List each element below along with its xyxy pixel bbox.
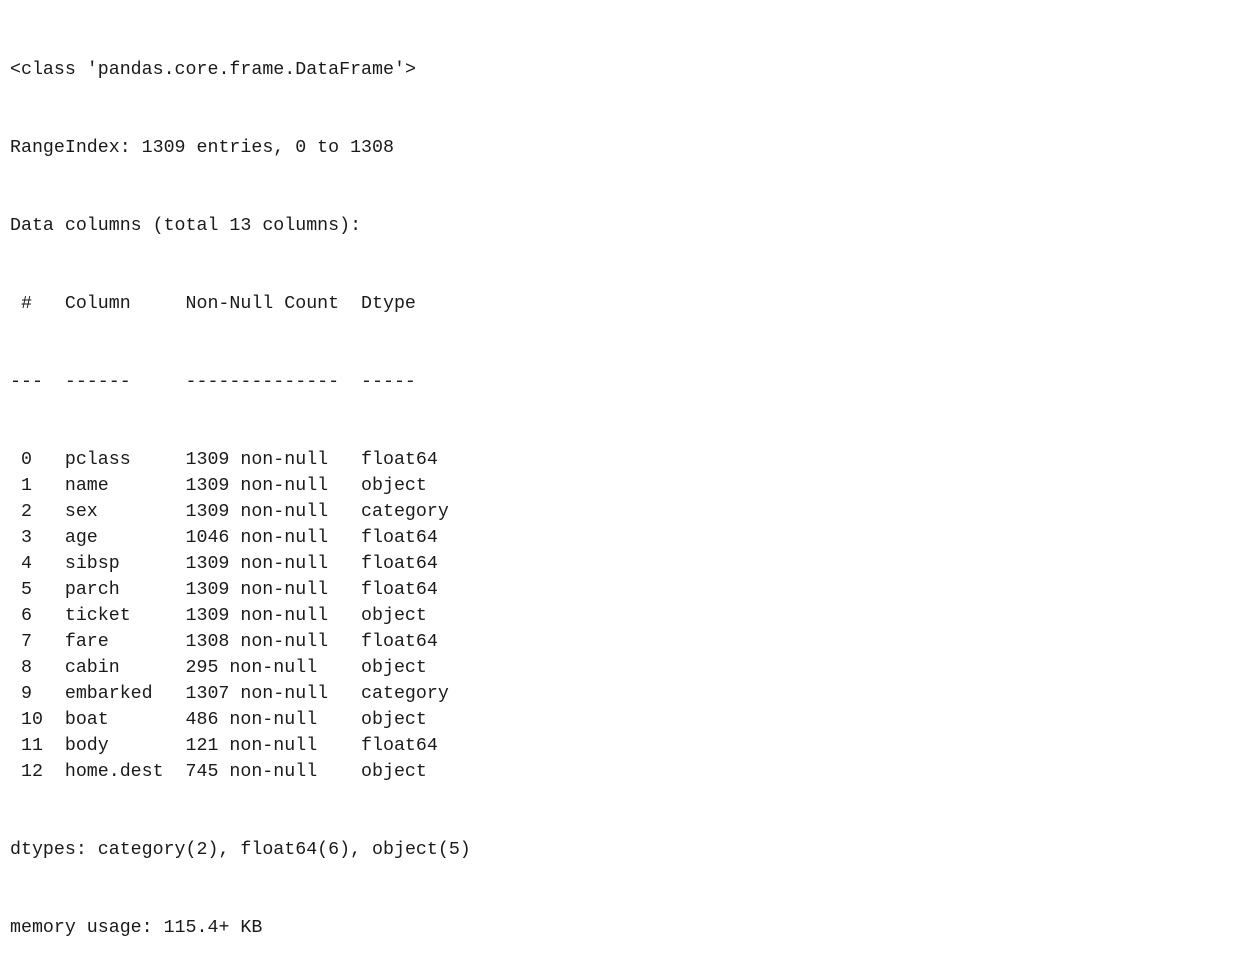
row-dtype: object bbox=[361, 606, 427, 626]
row-column-name: home.dest bbox=[64, 762, 164, 782]
range-index-line: RangeIndex: 1309 entries, 0 to 1308 bbox=[10, 138, 394, 158]
row-non-null-count: 486 non-null bbox=[185, 710, 318, 730]
row-non-null-count: 1307 non-null bbox=[185, 684, 329, 704]
row-index: 3 bbox=[10, 528, 32, 548]
table-row: 3 age 1046 non-null float64 bbox=[10, 525, 1252, 551]
table-row: 7 fare 1308 non-null float64 bbox=[10, 629, 1252, 655]
row-column-name: sex bbox=[64, 502, 98, 522]
row-index: 7 bbox=[10, 632, 32, 652]
table-row: 0 pclass 1309 non-null float64 bbox=[10, 447, 1252, 473]
memory-usage: memory usage: 115.4+ KB bbox=[10, 918, 263, 938]
row-dtype: object bbox=[361, 710, 427, 730]
table-row: 2 sex 1309 non-null category bbox=[10, 499, 1252, 525]
row-non-null-count: 1046 non-null bbox=[185, 528, 329, 548]
row-column-name: pclass bbox=[64, 450, 131, 470]
row-dtype: float64 bbox=[361, 632, 438, 652]
row-index: 0 bbox=[10, 450, 32, 470]
row-column-name: sibsp bbox=[64, 554, 120, 574]
row-dtype: float64 bbox=[361, 736, 438, 756]
row-column-name: parch bbox=[64, 580, 120, 600]
table-row: 9 embarked 1307 non-null category bbox=[10, 681, 1252, 707]
header-index: # bbox=[10, 294, 32, 314]
row-index: 9 bbox=[10, 684, 32, 704]
table-row: 4 sibsp 1309 non-null float64 bbox=[10, 551, 1252, 577]
row-non-null-count: 1309 non-null bbox=[185, 450, 329, 470]
table-row: 1 name 1309 non-null object bbox=[10, 473, 1252, 499]
row-dtype: category bbox=[361, 684, 449, 704]
row-non-null-count: 1308 non-null bbox=[185, 632, 329, 652]
separator: -------------- bbox=[185, 372, 340, 392]
row-column-name: boat bbox=[64, 710, 109, 730]
row-column-name: body bbox=[64, 736, 109, 756]
row-dtype: float64 bbox=[361, 528, 438, 548]
separator: --- bbox=[10, 372, 43, 392]
table-header-row: # Column Non-Null Count Dtype bbox=[10, 291, 1252, 317]
row-non-null-count: 1309 non-null bbox=[185, 554, 329, 574]
row-index: 1 bbox=[10, 476, 32, 496]
row-dtype: category bbox=[361, 502, 449, 522]
separator: ------ bbox=[64, 372, 131, 392]
row-index: 12 bbox=[10, 762, 43, 782]
row-dtype: float64 bbox=[361, 554, 438, 574]
dtypes-summary: dtypes: category(2), float64(6), object(… bbox=[10, 840, 471, 860]
table-row: 8 cabin 295 non-null object bbox=[10, 655, 1252, 681]
row-index: 2 bbox=[10, 502, 32, 522]
table-body: 0 pclass 1309 non-null float64 1 name 1309 no… bbox=[10, 447, 1252, 785]
row-index: 10 bbox=[10, 710, 43, 730]
table-row: 5 parch 1309 non-null float64 bbox=[10, 577, 1252, 603]
table-row: 11 body 121 non-null float64 bbox=[10, 733, 1252, 759]
row-non-null-count: 1309 non-null bbox=[185, 580, 329, 600]
row-index: 5 bbox=[10, 580, 32, 600]
row-column-name: age bbox=[64, 528, 98, 548]
row-dtype: float64 bbox=[361, 450, 438, 470]
row-non-null-count: 745 non-null bbox=[185, 762, 318, 782]
row-dtype: object bbox=[361, 658, 427, 678]
row-dtype: object bbox=[361, 762, 427, 782]
header-column: Column bbox=[64, 294, 131, 314]
row-column-name: ticket bbox=[64, 606, 131, 626]
row-non-null-count: 121 non-null bbox=[185, 736, 318, 756]
row-dtype: float64 bbox=[361, 580, 438, 600]
table-row: 10 boat 486 non-null object bbox=[10, 707, 1252, 733]
row-column-name: fare bbox=[64, 632, 109, 652]
row-index: 6 bbox=[10, 606, 32, 626]
row-index: 4 bbox=[10, 554, 32, 574]
table-row: 12 home.dest 745 non-null object bbox=[10, 759, 1252, 785]
row-non-null-count: 295 non-null bbox=[185, 658, 318, 678]
row-index: 11 bbox=[10, 736, 43, 756]
row-non-null-count: 1309 non-null bbox=[185, 502, 329, 522]
row-column-name: name bbox=[64, 476, 109, 496]
table-separator-row: --- ------ -------------- ----- bbox=[10, 369, 1252, 395]
row-column-name: embarked bbox=[64, 684, 153, 704]
row-non-null-count: 1309 non-null bbox=[185, 606, 329, 626]
data-columns-line: Data columns (total 13 columns): bbox=[10, 216, 362, 236]
row-index: 8 bbox=[10, 658, 32, 678]
separator: ----- bbox=[361, 372, 416, 392]
table-row: 6 ticket 1309 non-null object bbox=[10, 603, 1252, 629]
class-line: <class 'pandas.core.frame.DataFrame'> bbox=[10, 60, 416, 80]
header-dtype: Dtype bbox=[361, 294, 416, 314]
row-dtype: object bbox=[361, 476, 427, 496]
row-column-name: cabin bbox=[64, 658, 120, 678]
row-non-null-count: 1309 non-null bbox=[185, 476, 329, 496]
header-non-null-count: Non-Null Count bbox=[185, 294, 340, 314]
